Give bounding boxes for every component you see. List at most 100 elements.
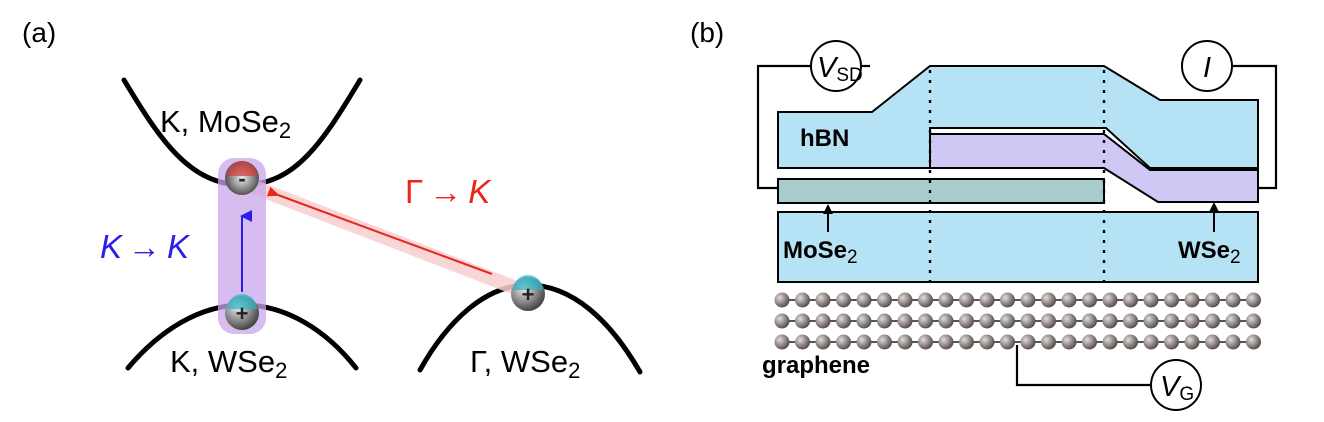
vg-meter-label: VG — [1160, 371, 1194, 405]
graphene-atom — [1020, 292, 1036, 308]
hole-sign: + — [236, 301, 249, 326]
graphene-atom — [1082, 313, 1097, 329]
gamma-to-k-arrow — [266, 186, 493, 275]
graphene-atom — [836, 313, 851, 329]
graphene-atom — [938, 292, 954, 308]
graphene-atom — [1102, 292, 1118, 308]
vsd-meter-label: VSD — [817, 52, 863, 86]
graphene-atom — [836, 292, 851, 308]
graphene-atom — [1164, 334, 1179, 350]
panel-a-label: (a) — [22, 17, 56, 48]
graphene-atom — [856, 334, 872, 350]
hole-gamma-wse2: + — [511, 275, 545, 311]
hbn-label: hBN — [800, 125, 849, 152]
interlayer-exciton-band — [230, 170, 540, 305]
graphene-atom — [1082, 334, 1097, 350]
electron: - — [225, 161, 259, 195]
graphene-atom — [959, 313, 974, 329]
panel-b-label: (b) — [690, 17, 724, 48]
wse2-layer — [929, 133, 1259, 203]
graphene-atom — [1082, 292, 1097, 308]
graphene-atom — [1061, 313, 1077, 329]
graphene-lattice — [774, 292, 1261, 350]
graphene-atom — [856, 313, 872, 329]
vg-meter: VG — [1150, 359, 1202, 411]
graphene-atom — [1041, 334, 1056, 350]
mose2-pointer-head — [823, 204, 833, 214]
graphene-atom — [774, 334, 790, 350]
graphene-atom — [1000, 292, 1015, 308]
graphene-atom — [1246, 334, 1261, 350]
graphene-atom — [918, 313, 933, 329]
graphene-atom — [959, 334, 974, 350]
graphene-atom — [1102, 313, 1118, 329]
graphene-atom — [1225, 292, 1241, 308]
graphene-atom — [1246, 313, 1261, 329]
graphene-atom — [1041, 313, 1056, 329]
graphene-atom — [938, 334, 954, 350]
graphene-atom — [979, 334, 995, 350]
wse2-label: WSe2 — [1178, 237, 1241, 268]
graphene-atom — [1041, 292, 1056, 308]
graphene-atom — [897, 334, 913, 350]
graphene-atom — [1184, 334, 1200, 350]
label-gamma-to-k: Γ→K — [405, 173, 492, 210]
graphene-atom — [918, 334, 933, 350]
mose2-layer — [777, 178, 1105, 204]
graphene-atom — [1184, 313, 1200, 329]
graphene-atom — [1061, 292, 1077, 308]
graphene-atom — [795, 292, 810, 308]
graphene-atom — [1000, 334, 1015, 350]
hole-k-wse2: + — [225, 294, 259, 330]
graphene-atom — [1020, 334, 1036, 350]
graphene-atom — [1246, 292, 1261, 308]
graphene-atom — [979, 292, 995, 308]
graphene-atom — [877, 334, 892, 350]
graphene-atom — [1143, 292, 1159, 308]
graphene-atom — [877, 292, 892, 308]
panel-b: (b) hBN MoSe2 WSe2 graphene VSD — [690, 17, 1278, 411]
graphene-atom — [1205, 334, 1220, 350]
graphene-atom — [918, 292, 933, 308]
vsd-meter: VSD — [810, 40, 863, 92]
graphene-atom — [815, 334, 831, 350]
graphene-atom — [815, 313, 831, 329]
label-k-to-k: K→K — [100, 228, 191, 265]
graphene-atom — [1205, 292, 1220, 308]
wse2-pointer-head — [1209, 202, 1219, 212]
graphene-atom — [1184, 292, 1200, 308]
bottom-hbn-layer — [777, 211, 1259, 283]
gate-wire — [1015, 345, 1150, 387]
graphene-atom — [1123, 292, 1138, 308]
graphene-atom — [877, 313, 892, 329]
graphene-atom — [795, 313, 810, 329]
graphene-atom — [897, 313, 913, 329]
label-gamma-wse2: Γ, WSe2 — [470, 344, 580, 383]
graphene-atom — [1143, 334, 1159, 350]
graphene-atom — [1143, 313, 1159, 329]
graphene-atom — [1123, 334, 1138, 350]
mose2-label: MoSe2 — [783, 237, 858, 268]
graphene-atom — [938, 313, 954, 329]
graphene-atom — [1061, 334, 1077, 350]
graphene-atom — [1020, 313, 1036, 329]
hole-sign-gamma: + — [522, 282, 535, 307]
panel-a: (a) - + + K, MoSe2 K, WSe2 Γ, WSe — [22, 17, 643, 383]
graphene-atom — [836, 334, 851, 350]
label-k-wse2: K, WSe2 — [170, 344, 287, 383]
graphene-atom — [1000, 313, 1015, 329]
vsd-wire — [756, 64, 810, 190]
graphene-atom — [959, 292, 974, 308]
graphene-atom — [1123, 313, 1138, 329]
graphene-atom — [1164, 292, 1179, 308]
electron-sign: - — [238, 166, 245, 191]
graphene-atom — [856, 292, 872, 308]
label-k-mose2: K, MoSe2 — [160, 104, 291, 143]
graphene-label: graphene — [762, 352, 870, 379]
graphene-atom — [774, 313, 790, 329]
graphene-atom — [1164, 313, 1179, 329]
graphene-atom — [1225, 334, 1241, 350]
graphene-atom — [897, 292, 913, 308]
graphene-atom — [1225, 313, 1241, 329]
